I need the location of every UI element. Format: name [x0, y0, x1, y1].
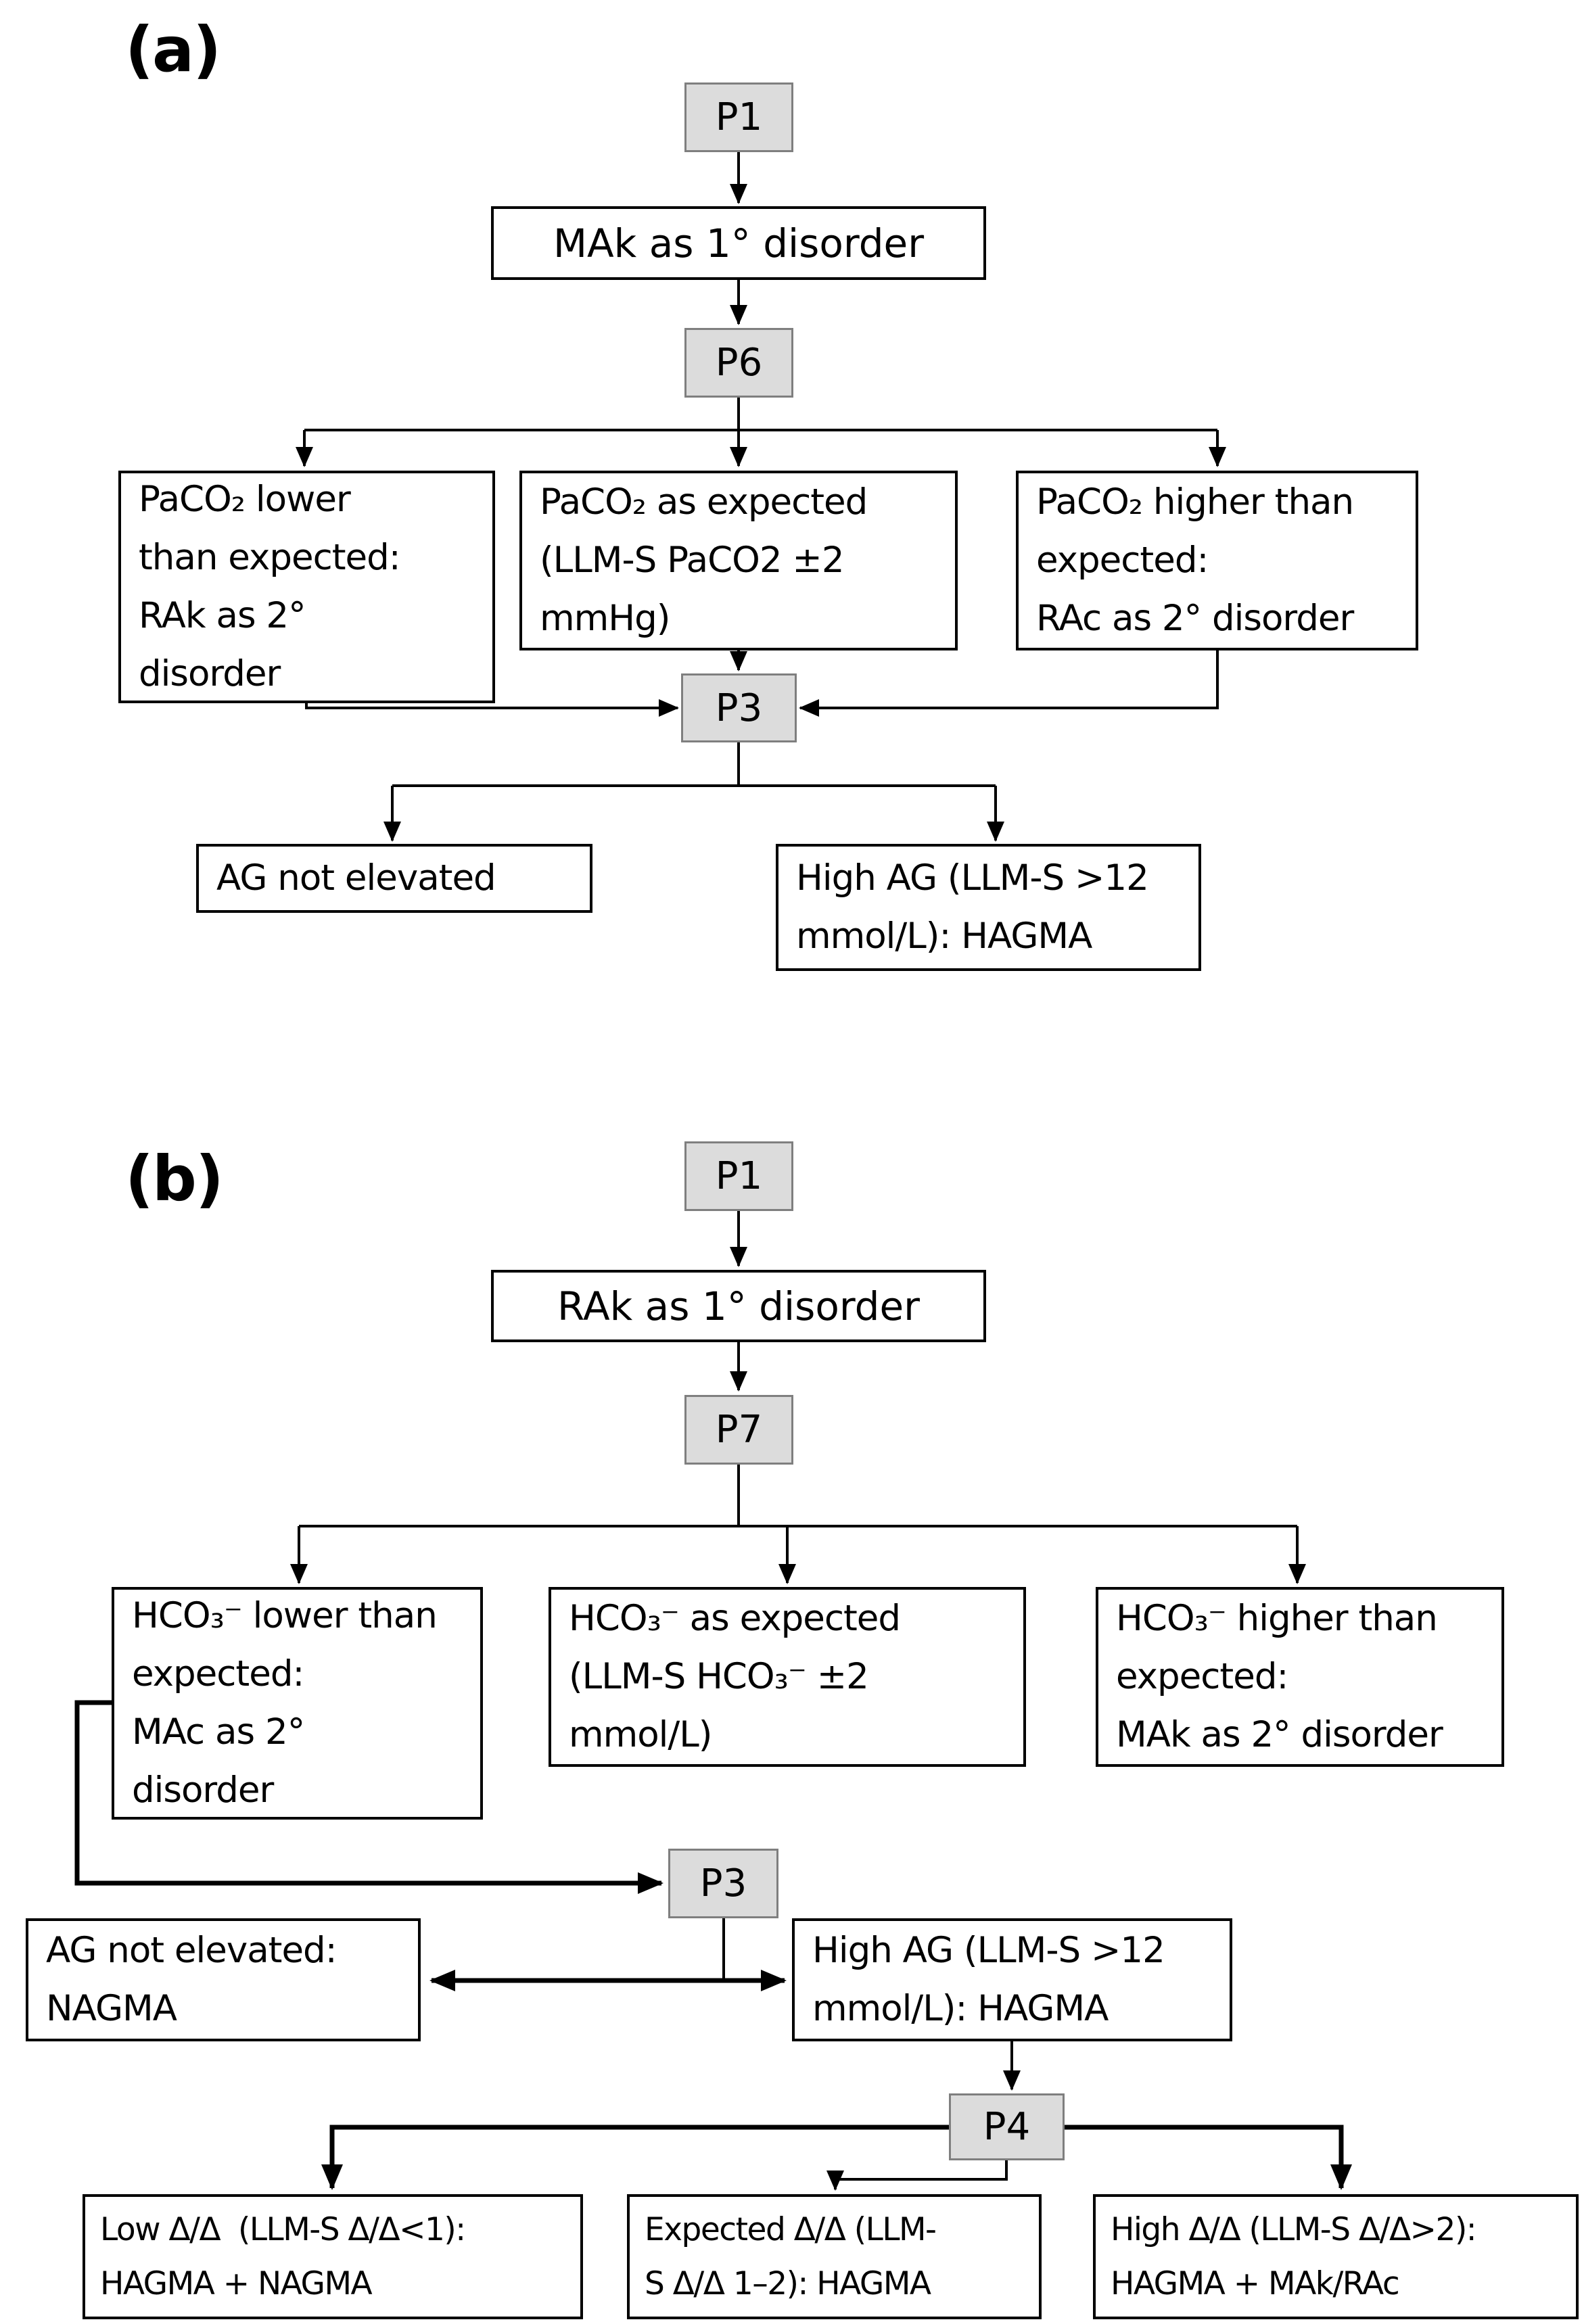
- box-a-ag-not-elevated: AG not elevated: [196, 844, 592, 913]
- box-b-primary-disorder: RAk as 1° disorder: [491, 1270, 986, 1342]
- process-node-b-p4: P4: [949, 2093, 1065, 2160]
- box-a-paco2-higher: PaCO₂ higher than expected: RAc as 2° di…: [1016, 471, 1418, 650]
- connector-b-p4-to-delta-right: [1065, 2125, 1352, 2190]
- box-b-hco3-higher: HCO₃⁻ higher than expected: MAk as 2° di…: [1096, 1587, 1504, 1767]
- box-b-high-delta: High Δ/Δ (LLM-S Δ/Δ>2): HAGMA + MAk/RAc: [1093, 2194, 1579, 2319]
- box-b-hco3-lower: HCO₃⁻ lower than expected: MAc as 2° dis…: [112, 1587, 483, 1820]
- connector-b-p4-to-delta-left: [321, 2125, 949, 2190]
- box-b-expected-delta: Expected Δ/Δ (LLM- S Δ/Δ 1–2): HAGMA: [627, 2194, 1042, 2319]
- panel-b-label: (b): [125, 1143, 224, 1215]
- process-node-b-p7: P7: [684, 1395, 793, 1465]
- box-b-ag-not-elevated-nagma: AG not elevated: NAGMA: [26, 1918, 421, 2041]
- process-node-a-p6: P6: [684, 328, 793, 398]
- box-a-primary-disorder: MAk as 1° disorder: [491, 206, 986, 280]
- process-node-a-p3: P3: [681, 673, 797, 742]
- connector-b-p4-to-delta-middle: [826, 2160, 1008, 2191]
- box-a-paco2-lower: PaCO₂ lower than expected: RAk as 2° dis…: [118, 471, 495, 703]
- connector-a-right-to-p3: [799, 650, 1219, 717]
- connector-a-left-to-p3: [305, 699, 679, 717]
- process-node-b-p3: P3: [668, 1849, 778, 1918]
- process-node-a-p1: P1: [684, 82, 793, 152]
- box-b-hco3-expected: HCO₃⁻ as expected (LLM-S HCO₃⁻ ±2 mmol/L…: [549, 1587, 1026, 1767]
- process-node-b-p1: P1: [684, 1141, 793, 1211]
- connector-b-left-to-p3: [74, 1700, 663, 1894]
- box-a-high-ag-hagma: High AG (LLM-S >12 mmol/L): HAGMA: [776, 844, 1201, 971]
- box-a-paco2-expected: PaCO₂ as expected (LLM-S PaCO2 ±2 mmHg): [519, 471, 958, 650]
- panel-a-label: (a): [125, 14, 221, 86]
- box-b-high-ag-hagma: High AG (LLM-S >12 mmol/L): HAGMA: [792, 1918, 1232, 2041]
- box-b-low-delta: Low Δ/Δ (LLM-S Δ/Δ<1): HAGMA + NAGMA: [83, 2194, 583, 2319]
